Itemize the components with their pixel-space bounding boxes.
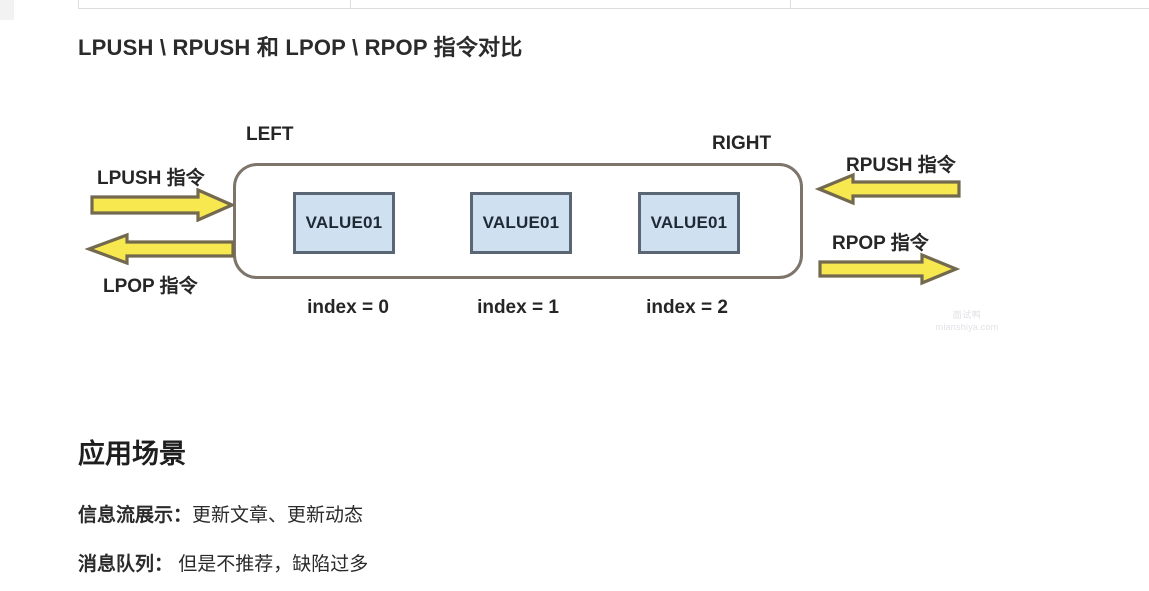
rpop-arrow-label: RPOP 指令 bbox=[832, 233, 929, 254]
value-box-2: VALUE01 bbox=[638, 192, 740, 254]
page-title: LPUSH \ RPUSH 和 LPOP \ RPOP 指令对比 bbox=[78, 35, 523, 60]
watermark-line-2: mianshiya.com bbox=[935, 322, 999, 333]
scenario-item-1: 消息队列： 但是不推荐，缺陷过多 bbox=[78, 549, 368, 576]
table-column-divider bbox=[350, 0, 351, 9]
scenario-item-1-text: 但是不推荐，缺陷过多 bbox=[173, 554, 369, 575]
lpush-arrow-label: LPUSH 指令 bbox=[97, 168, 205, 189]
rpush-left-arrow-icon bbox=[815, 172, 961, 206]
site-watermark: 面试鸭 mianshiya.com bbox=[925, 309, 1009, 333]
lpush-right-arrow-icon bbox=[90, 188, 234, 222]
table-column-divider bbox=[790, 0, 791, 9]
index-label-0: index = 0 bbox=[307, 297, 389, 318]
scenarios-heading: 应用场景 bbox=[78, 439, 186, 469]
lpop-left-arrow-icon bbox=[85, 232, 235, 266]
watermark-line-1: 面试鸭 bbox=[952, 310, 982, 320]
scenario-item-0: 信息流展示：更新文章、更新动态 bbox=[78, 500, 363, 527]
page-gutter-strip bbox=[0, 0, 14, 20]
scenario-item-1-label: 消息队列： bbox=[78, 554, 174, 575]
lpop-arrow-label: LPOP 指令 bbox=[103, 276, 198, 297]
table-bottom-border-remnant bbox=[78, 0, 1149, 9]
value-box-1: VALUE01 bbox=[470, 192, 572, 254]
index-label-2: index = 2 bbox=[646, 297, 728, 318]
index-label-1: index = 1 bbox=[477, 297, 559, 318]
value-box-0: VALUE01 bbox=[293, 192, 395, 254]
right-end-label: RIGHT bbox=[712, 133, 772, 154]
table-column-divider bbox=[78, 0, 79, 9]
rpush-arrow-label: RPUSH 指令 bbox=[846, 155, 956, 176]
list-structure-diagram: LEFT RIGHT VALUE01 VALUE01 VALUE01 index… bbox=[85, 124, 1009, 333]
scenario-item-0-label: 信息流展示： bbox=[78, 505, 193, 526]
scenario-item-0-text: 更新文章、更新动态 bbox=[192, 505, 364, 526]
left-end-label: LEFT bbox=[246, 124, 294, 145]
rpop-right-arrow-icon bbox=[818, 252, 960, 286]
